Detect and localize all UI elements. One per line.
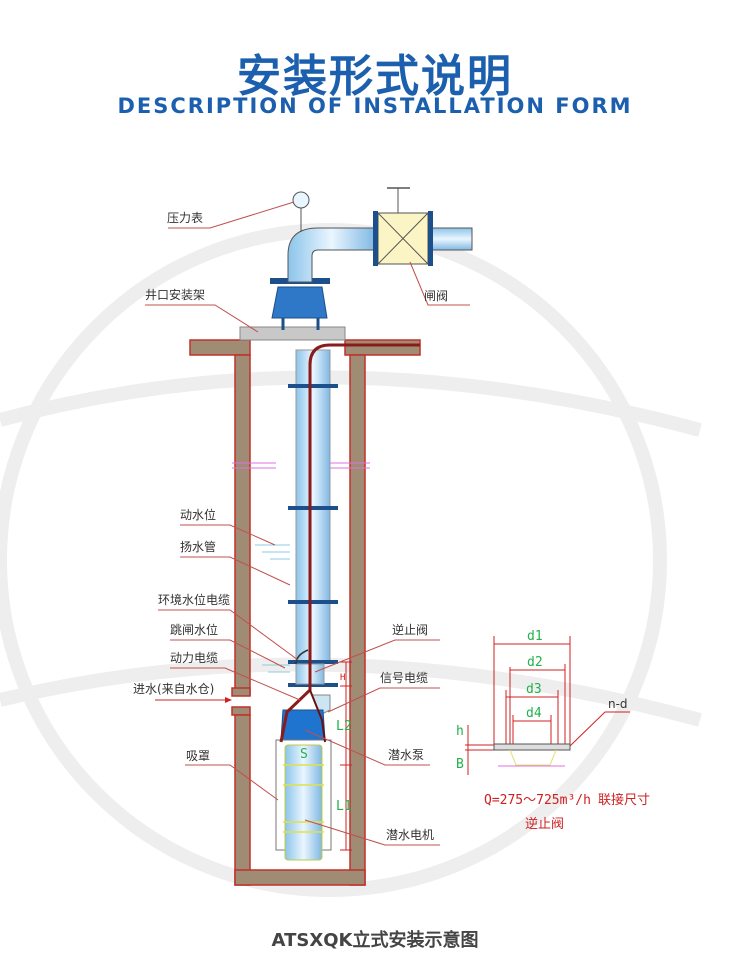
- label-check-valve: 逆止阀: [392, 622, 428, 637]
- power-cable: [279, 343, 420, 743]
- detail-b: B: [456, 757, 464, 772]
- label-power-cable: 动力电缆: [170, 651, 218, 665]
- label-trip-water-level: 跳闸水位: [170, 622, 218, 637]
- detail-h: h: [456, 724, 464, 739]
- inlet-arrow-head: [225, 697, 232, 703]
- dim-h: H: [340, 673, 345, 683]
- label-suction-hood: 吸罩: [186, 749, 210, 763]
- detail-name: 逆止阀: [525, 816, 564, 832]
- detail-nd: n-d: [608, 697, 628, 711]
- leader-lines: [145, 201, 470, 846]
- detail-d3: d3: [526, 682, 542, 697]
- page-title: 安装形式说明: [237, 51, 513, 102]
- motor-bands: [283, 764, 324, 833]
- label-pressure-gauge: 压力表: [167, 211, 203, 225]
- page-subtitle: DESCRIPTION OF INSTALLATION FORM: [117, 94, 633, 118]
- submersible-motor: [284, 744, 323, 861]
- riser-flanges: [288, 384, 338, 687]
- diagram-caption: ATSXQK立式安装示意图: [271, 930, 479, 951]
- label-submersible-pump: 潜水泵: [388, 748, 424, 762]
- detail-flow: Q=275～725m³/h: [484, 793, 591, 808]
- check-valve-detail: d1 d2 d3 d4 n-d h B Q=275～725m³/h 联接尺寸 逆…: [456, 629, 650, 832]
- detail-d1: d1: [527, 629, 543, 644]
- label-gate-valve: 闸阀: [424, 289, 448, 303]
- label-riser-pipe: 扬水管: [180, 539, 216, 554]
- wellhead-slab: [239, 326, 346, 341]
- gate-valve-icon: [373, 187, 433, 266]
- label-inlet: 进水(来自水仓): [133, 682, 214, 696]
- ambient-level-cable: [295, 649, 309, 665]
- pressure-gauge-icon: [292, 191, 310, 232]
- outlet-elbow: [287, 227, 376, 283]
- dim-l2: L2: [336, 719, 352, 734]
- label-wellhead-frame: 井口安装架: [145, 287, 205, 302]
- pump-head-stand: [270, 278, 330, 330]
- label-signal-cable: 信号电缆: [380, 671, 428, 685]
- dim-s: S: [300, 747, 308, 762]
- detail-connection: 联接尺寸: [598, 792, 650, 808]
- dim-l1: L1: [336, 799, 352, 814]
- detail-d4: d4: [526, 706, 542, 721]
- dimension-lines: [340, 661, 352, 851]
- water-level-marks: [255, 544, 290, 673]
- outlet-pipe: [429, 227, 473, 251]
- signal-cable-line: [309, 689, 326, 743]
- detail-d2: d2: [527, 655, 543, 670]
- label-ambient-level-cable: 环境水位电缆: [158, 592, 230, 607]
- label-dynamic-water-level: 动水位: [180, 507, 216, 522]
- label-submersible-motor: 潜水电机: [386, 828, 434, 842]
- cut-marks: [232, 462, 370, 469]
